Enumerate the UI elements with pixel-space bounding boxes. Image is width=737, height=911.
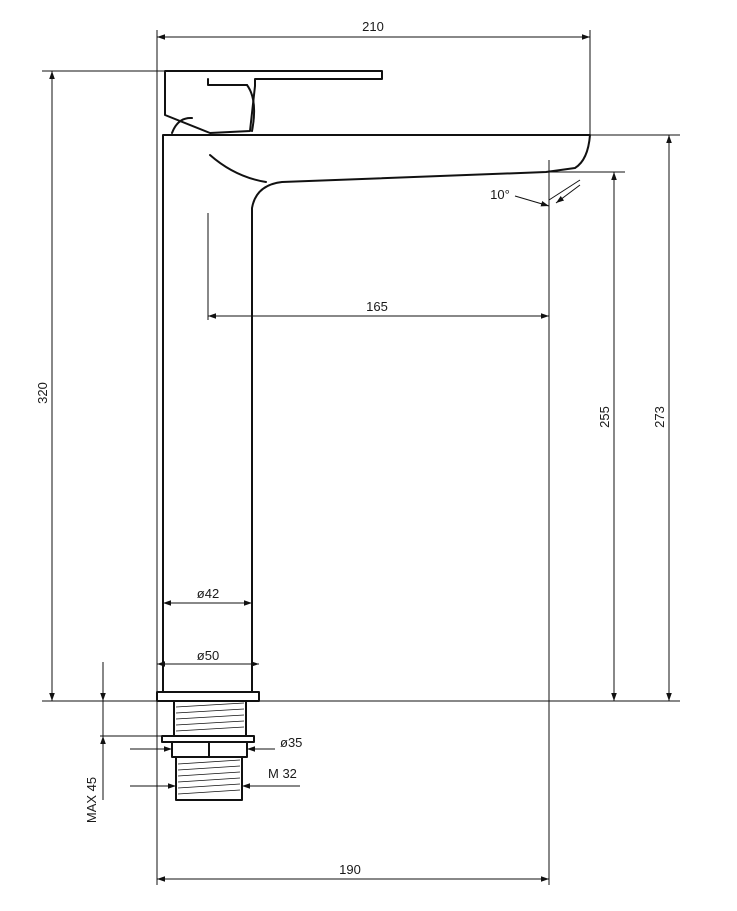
handle-neck	[171, 116, 193, 134]
label-base-diameter: ø50	[197, 648, 219, 663]
handle-lever-inner	[207, 78, 248, 86]
label-spout-height: 255	[597, 406, 612, 428]
handle-lever	[164, 70, 383, 134]
faucet-outline	[156, 70, 591, 801]
dimension-lines	[49, 34, 672, 882]
shank-upper-threads	[175, 702, 245, 732]
extension-lines	[42, 30, 680, 885]
handle-curve	[246, 84, 256, 132]
label-spout-angle: 10°	[490, 187, 510, 202]
label-total-width: 210	[362, 19, 384, 34]
shank-lower-threads	[177, 759, 241, 795]
label-center-to-spout: 190	[339, 862, 361, 877]
label-body-diameter: ø42	[197, 586, 219, 601]
label-body-height: 273	[652, 406, 667, 428]
label-thread: M 32	[268, 766, 297, 781]
spout-underside-curve	[209, 154, 267, 183]
shank-lower	[175, 756, 243, 801]
faucet-body	[162, 134, 591, 693]
label-nut-diameter: ø35	[280, 735, 302, 750]
dimension-labels: 210 320 165 255 273 10° ø42 ø50 ø35 M 32…	[35, 19, 667, 877]
label-max-counter-thickness: MAX 45	[84, 777, 99, 823]
label-spout-reach: 165	[366, 299, 388, 314]
base-rosette	[156, 691, 260, 702]
label-total-height: 320	[35, 382, 50, 404]
